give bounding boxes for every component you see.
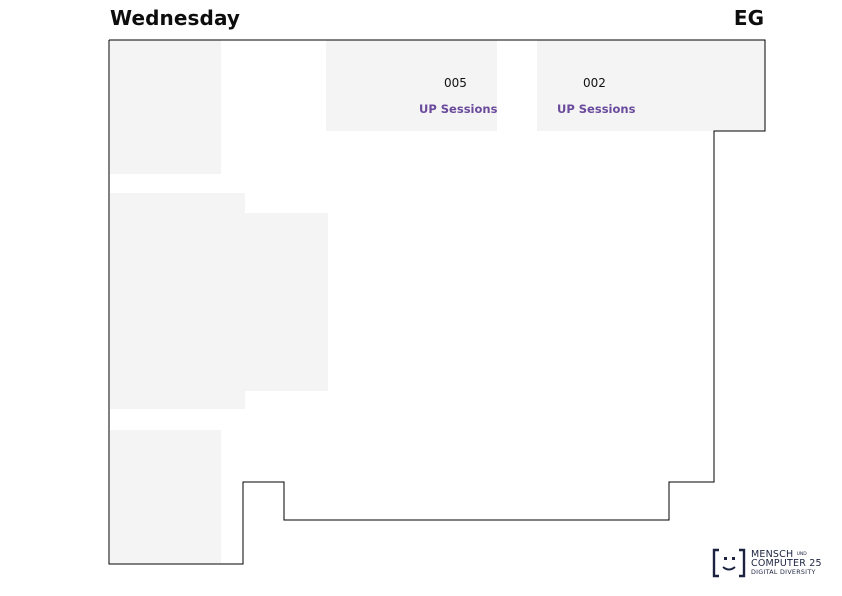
logo-text-line2: COMPUTER 25	[751, 558, 822, 569]
logo-text-line1: MENSCH UND	[751, 549, 807, 560]
room-block-left-bottom	[110, 430, 221, 563]
logo-und: UND	[796, 552, 807, 557]
room-block-left-middle-annex	[245, 213, 328, 391]
logo-text-line3: DIGITAL DIVERSITY	[751, 569, 816, 576]
room-005[interactable]	[326, 40, 497, 131]
room-002[interactable]	[537, 40, 765, 131]
room-session-002[interactable]: UP Sessions	[557, 102, 636, 116]
conference-logo: MENSCH UND COMPUTER 25 DIGITAL DIVERSITY	[712, 548, 834, 580]
room-block-left-middle	[110, 193, 245, 409]
logo-mensch: MENSCH	[751, 549, 794, 560]
floor-label: EG	[733, 6, 764, 30]
room-session-005[interactable]: UP Sessions	[419, 102, 498, 116]
logo-face-icon	[712, 548, 746, 578]
day-title: Wednesday	[110, 6, 241, 30]
room-number-005: 005	[444, 76, 467, 90]
room-number-002: 002	[583, 76, 606, 90]
room-block-left-top	[110, 40, 221, 174]
building-outline	[108, 39, 766, 565]
